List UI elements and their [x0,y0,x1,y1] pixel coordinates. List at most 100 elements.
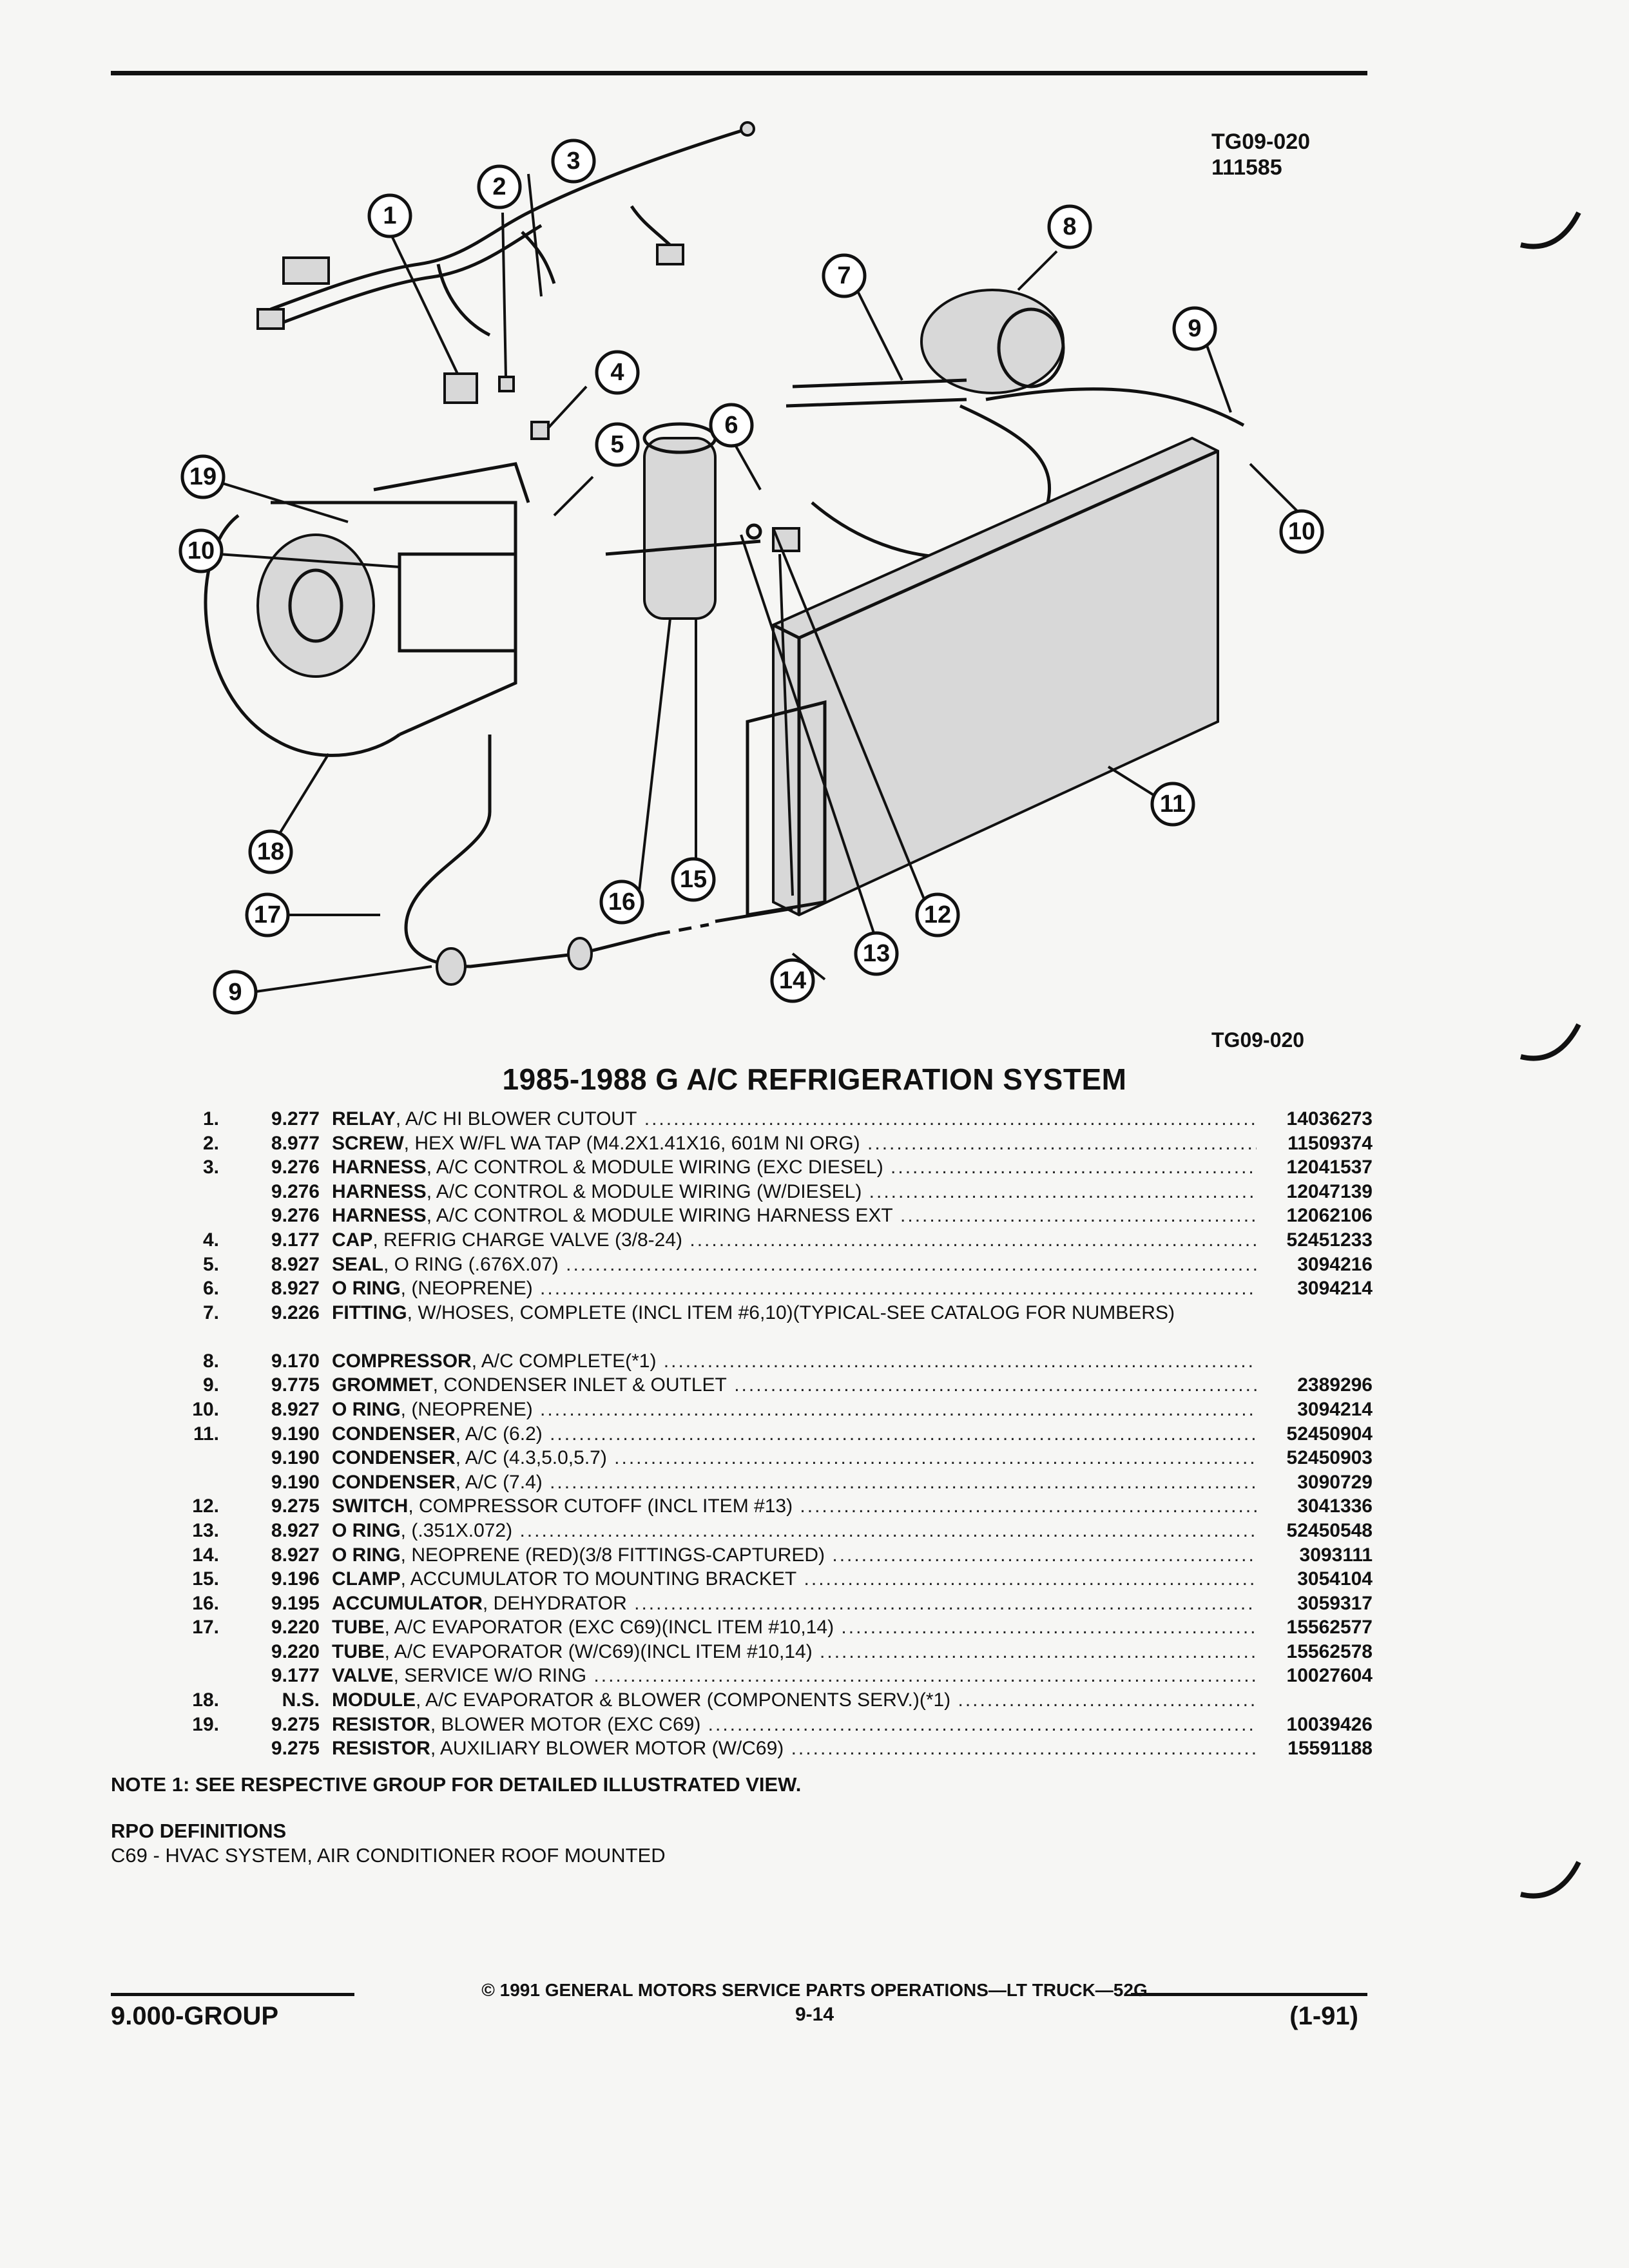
part-detail: , AUXILIARY BLOWER MOTOR (W/C69) [430,1738,784,1760]
part-group-number: 8.927 [271,1544,320,1566]
callout-13: 13 [854,931,899,976]
part-description: CLAMP, ACCUMULATOR TO MOUNTING BRACKET .… [332,1568,1257,1590]
part-name: HARNESS [332,1180,427,1202]
part-group-number: 8.927 [271,1398,320,1420]
part-description: CAP, REFRIG CHARGE VALVE (3/8-24) ......… [332,1229,1257,1251]
footer-date: (1-91) [1289,2002,1358,2030]
part-detail: , REFRIG CHARGE VALVE (3/8-24) [372,1229,683,1251]
part-item-number: 19. [192,1713,219,1735]
footer-page-number: 9-14 [795,2004,834,2025]
part-name: O RING [332,1278,401,1300]
callout-17: 17 [245,892,290,937]
part-number: 3041336 [1297,1495,1373,1517]
compressor [920,289,1065,394]
callout-7: 7 [822,253,867,298]
part-number: 52450548 [1286,1519,1373,1541]
part-number: 15591188 [1287,1738,1373,1760]
part-name: SCREW [332,1132,404,1154]
part-detail: , O RING (.676X.07) [383,1253,559,1275]
part-item-number: 16. [192,1592,219,1614]
part-item-number: 3. [202,1157,219,1178]
svg-text:9: 9 [228,979,242,1006]
part-name: GROMMET [332,1374,433,1396]
part-group-number: 9.196 [271,1568,320,1590]
part-item-number: 10. [192,1398,219,1420]
page-title: 1985-1988 G A/C REFRIGERATION SYSTEM [502,1062,1127,1096]
part-group-number: 9.226 [271,1302,320,1323]
part-group-number: 9.277 [271,1108,320,1129]
callout-10-right: 10 [1279,509,1324,554]
part-name: CONDENSER [332,1423,456,1445]
charge-valve-cap [530,421,550,440]
part-name: CONDENSER [332,1471,456,1493]
part-description: TUBE, A/C EVAPORATOR (W/C69)(INCL ITEM #… [332,1640,1257,1662]
part-detail: , W/HOSES, COMPLETE (INCL ITEM #6,10)(TY… [407,1302,1175,1323]
part-group-number: 9.775 [271,1374,320,1396]
part-number: 52450903 [1286,1447,1373,1469]
part-row: 15. 9.196 CLAMP, ACCUMULATOR TO MOUNTING B… [161,1567,1373,1591]
part-number: 3059317 [1297,1592,1373,1614]
part-detail: , A/C (6.2) [455,1423,543,1445]
part-number: 12041537 [1286,1157,1373,1178]
svg-text:4: 4 [610,359,624,386]
part-group-number: 9.276 [271,1180,320,1202]
o-ring [746,523,762,540]
part-number: 14036273 [1286,1108,1373,1129]
part-description: O RING, NEOPRENE (RED)(3/8 FITTINGS-CAPT… [332,1544,1257,1566]
part-number: 11509374 [1287,1132,1373,1154]
part-group-number: 9.220 [271,1640,320,1662]
part-name: SWITCH [332,1495,409,1517]
part-detail: , (.351X.072) [400,1519,513,1541]
part-description: O RING, (NEOPRENE) .....................… [332,1278,1257,1300]
part-number: 15562577 [1286,1617,1373,1639]
part-number: 12047139 [1286,1180,1373,1202]
rpo-heading: RPO DEFINITIONS [111,1820,287,1842]
part-description: SEAL, O RING (.676X.07) ................… [332,1253,1257,1275]
callout-6: 6 [709,403,754,448]
part-group-number: 9.220 [271,1617,320,1639]
margin-marks [1520,211,1581,1899]
part-detail: , A/C (7.4) [455,1471,543,1493]
part-number: 12062106 [1286,1205,1373,1227]
part-name: FITTING [332,1302,407,1323]
svg-text:6: 6 [724,412,738,439]
part-description: COMPRESSOR, A/C COMPLETE(*1) ...........… [332,1350,1257,1372]
diagram-date-code: 111585 [1211,155,1282,180]
wiring-harness [256,121,755,337]
part-name: COMPRESSOR [332,1350,472,1372]
part-name: SEAL [332,1253,384,1275]
footer-group: 9.000-GROUP [111,2002,279,2030]
part-detail: , A/C COMPLETE(*1) [471,1350,657,1372]
part-detail: , (NEOPRENE) [400,1398,533,1420]
part-row: 7. 9.226 FITTING, W/HOSES, COMPLETE (INCL … [161,1301,1373,1349]
part-detail: , A/C EVAPORATOR (EXC C69)(INCL ITEM #10… [384,1617,834,1639]
note-1: NOTE 1: SEE RESPECTIVE GROUP FOR DETAILE… [111,1773,802,1796]
part-name: TUBE [332,1617,385,1639]
part-description: CONDENSER, A/C (7.4) ...................… [332,1471,1257,1493]
part-detail: , BLOWER MOTOR (EXC C69) [430,1713,701,1735]
part-item-number: 7. [202,1302,219,1323]
part-name: MODULE [332,1689,416,1711]
part-number: 3093111 [1299,1544,1373,1566]
part-item-number: 15. [192,1568,219,1590]
diagram-code-bottom: TG09-020 [1211,1028,1305,1052]
part-group-number: 8.927 [271,1519,320,1541]
screw [498,376,515,392]
part-group-number: N.S. [282,1689,320,1711]
accumulator [605,422,761,620]
part-detail: , ACCUMULATOR TO MOUNTING BRACKET [400,1568,797,1590]
part-detail: , CONDENSER INLET & OUTLET [432,1374,727,1396]
svg-text:7: 7 [837,262,851,289]
part-number: 3094214 [1297,1278,1373,1300]
part-detail: , (NEOPRENE) [400,1278,533,1300]
